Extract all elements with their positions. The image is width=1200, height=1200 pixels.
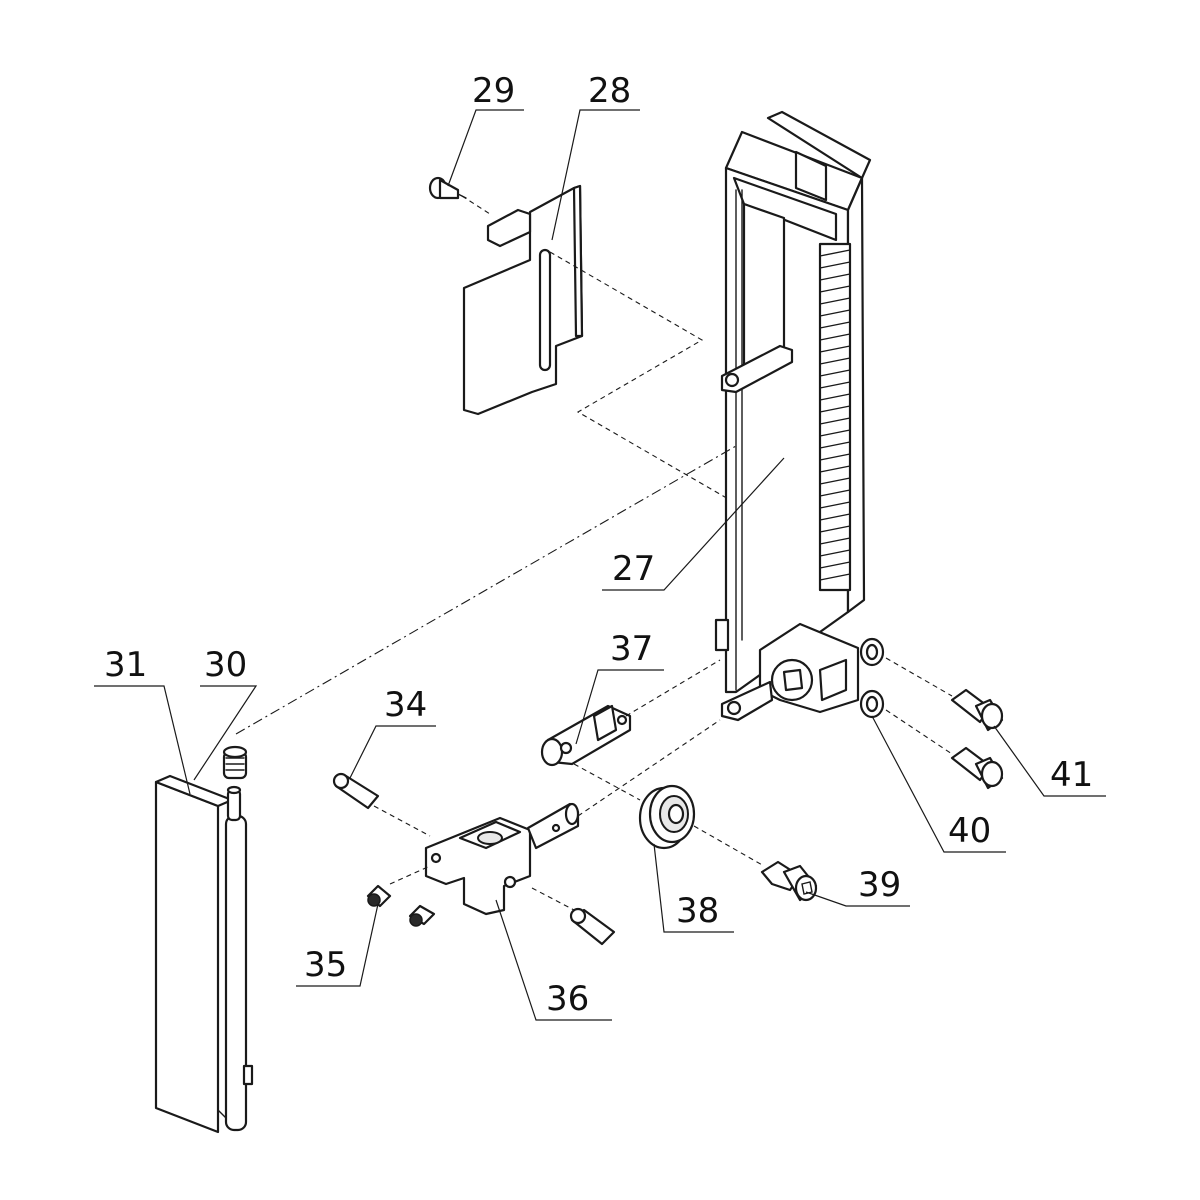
part-30-set-screw	[222, 745, 248, 780]
callout-37: 37	[610, 629, 653, 669]
callout-30: 30	[204, 645, 247, 685]
callout-41: 41	[1050, 755, 1093, 795]
callout-28: 28	[588, 71, 631, 111]
assembly-lines	[235, 195, 953, 911]
callout-29: 29	[472, 71, 515, 111]
callout-27: 27	[612, 549, 655, 589]
callout-39: 39	[858, 865, 901, 905]
leader-lines	[94, 109, 1106, 1021]
callout-31: 31	[104, 645, 147, 685]
callout-34: 34	[384, 685, 427, 725]
part-38-bearing	[638, 784, 696, 850]
part-28-plate	[462, 184, 584, 416]
part-29-screw	[428, 176, 467, 200]
callout-38: 38	[676, 891, 719, 931]
part-27-rack-frame	[714, 110, 872, 722]
rack-teeth	[818, 242, 852, 592]
callout-35: 35	[304, 945, 347, 985]
part-41-screws	[950, 688, 1004, 790]
part-35-pins	[366, 884, 616, 946]
callout-36: 36	[546, 979, 589, 1019]
part-39-cap-screw	[760, 860, 818, 902]
part-36-clevis	[424, 802, 580, 916]
callout-40: 40	[948, 811, 991, 851]
part-34-pin	[332, 772, 380, 810]
part-40-washers	[859, 637, 885, 719]
callout-labels: 27 28 29 30 31 34 35 36 37 38 39 40 41	[104, 71, 1093, 1019]
part-31-hinge-panel	[154, 774, 254, 1134]
part-37-shaft	[540, 704, 632, 767]
